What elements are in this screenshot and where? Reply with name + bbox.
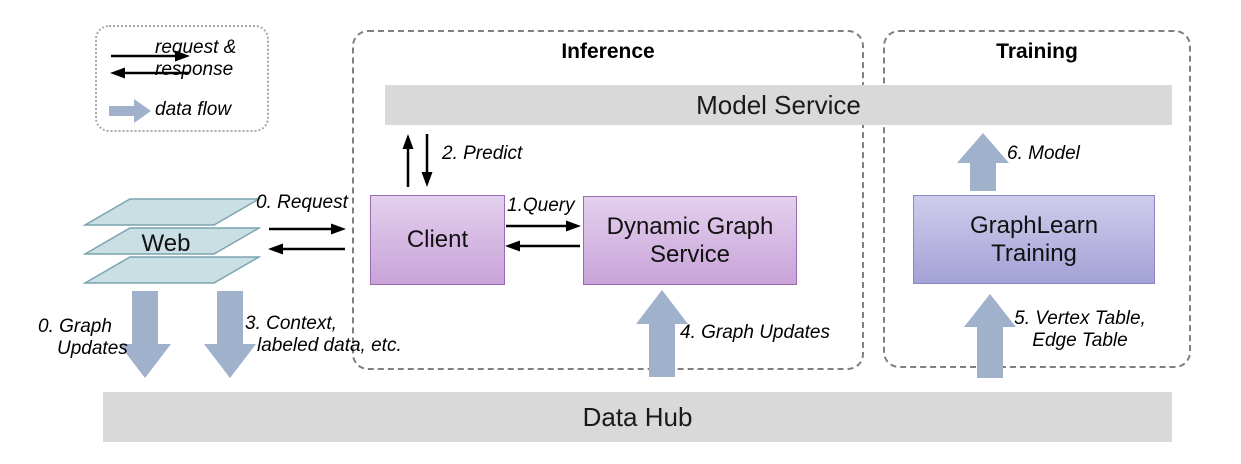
predict-arrow-down-icon [421, 134, 433, 187]
training-group-title: Training [996, 40, 1078, 63]
edge-model-label: 6. Model [1007, 143, 1080, 164]
legend-request-response-line2: response [155, 59, 234, 80]
edge-context-line1: 3. Context, [245, 313, 337, 334]
legend-data-flow-arrow-icon [109, 99, 151, 123]
legend-data-flow-label: data flow [155, 99, 232, 120]
training-group-box: Training [883, 30, 1191, 368]
edge-vertex-table-line2: Edge Table [1032, 330, 1128, 351]
edge-query-label: 1.Query [507, 195, 575, 216]
edge-context-label: 3. Context, labeled data, etc. [245, 313, 402, 357]
edge-graph-updates-web-line2: Updates [57, 338, 128, 359]
dynamic-graph-service-node: Dynamic Graph Service [583, 196, 797, 285]
legend-request-arrow-icon [111, 50, 190, 62]
predict-arrow-up-icon [402, 134, 414, 187]
edge-context-line2: labeled data, etc. [257, 335, 402, 356]
inference-group-box: Inference [352, 30, 864, 370]
client-node: Client [370, 195, 505, 285]
edge-request-label: 0. Request [256, 192, 348, 213]
flow-arrow-web-down-left-icon [119, 291, 171, 378]
model-service-label: Model Service [696, 89, 861, 120]
client-label: Client [406, 226, 469, 253]
dynamic-graph-service-label-line1: Dynamic Graph [606, 212, 774, 240]
flow-arrow-datahub-to-dgs-icon [636, 290, 688, 377]
edge-predict-label: 2. Predict [442, 143, 523, 164]
edge-vertex-table-label: 5. Vertex Table, Edge Table [1005, 308, 1155, 352]
graphlearn-label-line1: GraphLearn [969, 211, 1099, 239]
edge-graph-updates-web-line1: 0. Graph [38, 316, 112, 337]
flow-arrow-datahub-to-graphlearn-icon [964, 294, 1016, 378]
flow-arrow-web-down-right-icon [204, 291, 256, 378]
graphlearn-training-node: GraphLearn Training [913, 195, 1155, 284]
web-layers-icon [83, 198, 261, 284]
web-label: Web [141, 230, 191, 257]
legend-response-arrow-icon [110, 67, 189, 79]
edge-graph-updates-web-label: 0. Graph Updates [38, 316, 128, 360]
inference-group-title: Inference [561, 40, 655, 63]
legend-box: request & response data flow [95, 25, 269, 132]
edge-graph-updates-dgs-label: 4. Graph Updates [680, 322, 830, 343]
legend-request-response-label: request & response [155, 37, 236, 81]
data-hub-bar: Data Hub [103, 392, 1172, 442]
request-arrow-right-icon [269, 223, 346, 235]
response-arrow-left-icon [268, 243, 345, 255]
graphlearn-label-line2: Training [991, 239, 1077, 267]
edge-vertex-table-line1: 5. Vertex Table, [1014, 308, 1146, 329]
query-arrow-left-icon [505, 240, 580, 252]
query-arrow-right-icon [506, 220, 581, 232]
dynamic-graph-service-label-line2: Service [649, 240, 731, 268]
data-hub-label: Data Hub [582, 401, 693, 432]
model-service-bar: Model Service [385, 85, 1172, 125]
flow-arrow-graphlearn-to-modelservice-icon [957, 133, 1009, 191]
legend-request-response-line1: request & [155, 37, 237, 58]
